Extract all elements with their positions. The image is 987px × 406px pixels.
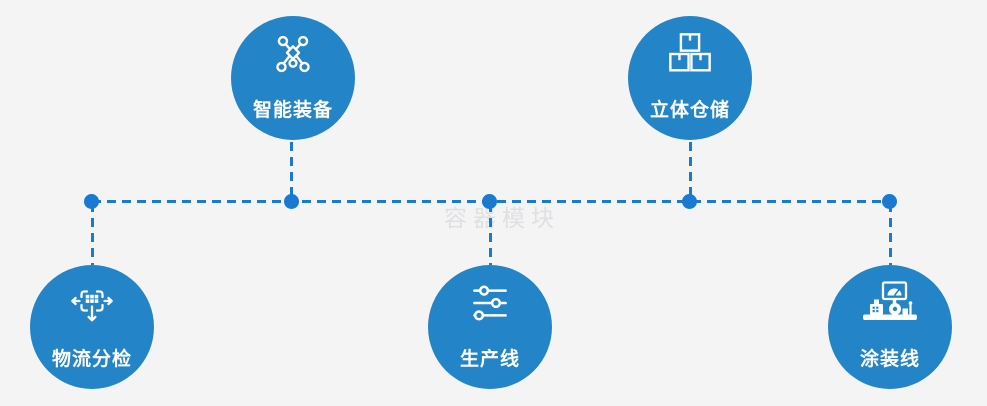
- stacked-boxes-icon: [667, 29, 713, 79]
- vertical-connector-production: [489, 203, 492, 265]
- vertical-connector-logistics: [91, 203, 94, 265]
- node-label: 智能装备: [252, 100, 333, 121]
- sorting-crossarrows-icon: [67, 278, 117, 328]
- node-smart-equipment: 智能装备: [231, 16, 355, 140]
- junction-dot: [482, 194, 497, 209]
- node-label: 立体仓储: [649, 100, 730, 121]
- watermark-text: 容器模块: [444, 205, 560, 231]
- junction-dot: [84, 194, 99, 209]
- junction-dot: [284, 194, 299, 209]
- vertical-connector-painting: [889, 203, 892, 265]
- node-label: 涂装线: [859, 349, 920, 370]
- node-production-line: 生产线: [428, 265, 552, 389]
- vertical-connector-warehouse: [689, 142, 692, 200]
- junction-dot: [682, 194, 697, 209]
- node-label: 生产线: [459, 349, 520, 370]
- node-label: 物流分检: [51, 349, 132, 370]
- node-painting-line: 涂装线: [828, 265, 952, 389]
- vertical-connector-smart-equipment: [290, 142, 293, 200]
- junction-dot: [882, 194, 897, 209]
- sliders-icon: [467, 278, 513, 328]
- network-nodes-icon: [269, 29, 317, 79]
- node-stereo-warehouse: 立体仓储: [628, 16, 752, 140]
- control-station-icon: [857, 278, 923, 328]
- node-logistics-sorting: 物流分检: [30, 265, 154, 389]
